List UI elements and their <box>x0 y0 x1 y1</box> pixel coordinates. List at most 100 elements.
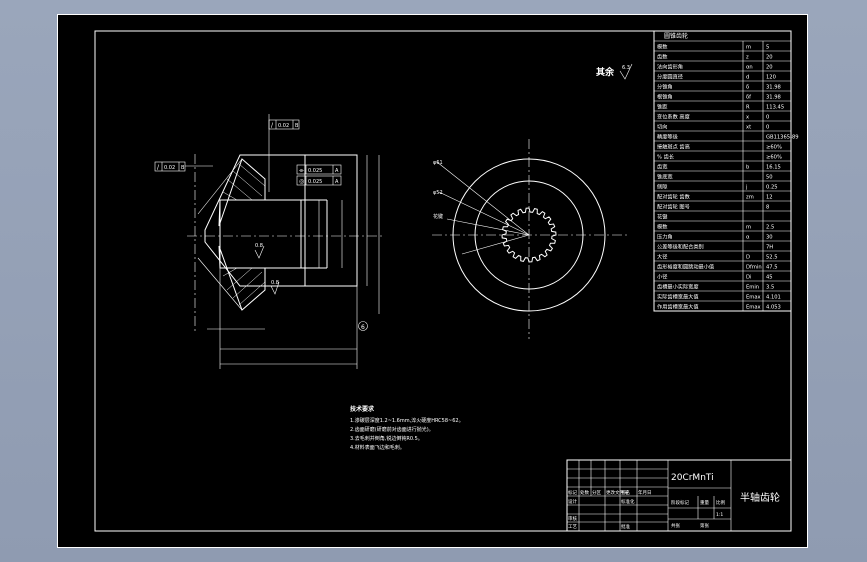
param-val-13: 50 <box>766 175 773 181</box>
front-view: φ61 φ52 花键 <box>432 139 627 339</box>
tb-cell-7: 标准化 <box>621 498 635 505</box>
tb-cell-13: 比例 <box>716 499 725 506</box>
material-label: 20CrMnTi <box>671 473 714 483</box>
label-diameter-61: φ61 <box>433 160 443 166</box>
param-name-16: 配对齿轮 图号 <box>657 203 690 211</box>
param-val-16: 8 <box>766 205 769 211</box>
tb-cell-3: 更改文件号 <box>606 489 629 496</box>
param-val-26: 4.053 <box>766 305 781 311</box>
param-name-10: 接触斑点 齿高 <box>657 143 690 151</box>
tb-cell-1: 处数 <box>580 489 589 496</box>
svg-text:◎: ◎ <box>299 178 304 185</box>
surface-value-1: 0.8 <box>255 243 263 249</box>
label-spline: 花键 <box>433 213 443 220</box>
param-name-12: 齿宽 <box>657 163 667 171</box>
svg-text:B: B <box>181 165 185 171</box>
tech-note-3: 3.去毛刺并倒角,锐边倒钝R0.5。 <box>350 435 423 442</box>
svg-text:/: / <box>157 164 160 171</box>
drawing-sheet: 其余 6.3 <box>57 14 808 548</box>
param-val-5: 31.98 <box>766 95 781 101</box>
tech-notes-heading: 技术要求 <box>350 405 375 413</box>
tb-cell-0: 标记 <box>568 489 577 496</box>
param-name-3: 分度圆直径 <box>657 73 683 81</box>
param-name-0: 模数 <box>657 43 668 51</box>
param-name-22: 齿形裕度和圆跳动最小值 <box>657 263 714 271</box>
param-sym-25: Emax <box>746 295 761 301</box>
param-val-4: 31.98 <box>766 85 781 91</box>
param-name-18: 模数 <box>657 223 668 231</box>
param-val-3: 120 <box>766 75 776 81</box>
param-val-10: ≥60% <box>766 145 782 151</box>
svg-text:A: A <box>335 168 339 174</box>
param-name-14: 侧隙 <box>657 183 667 191</box>
tb-cell-6: 设计 <box>568 498 577 505</box>
tb-cell-14: 1:1 <box>716 512 723 518</box>
param-val-14: 0.25 <box>766 185 778 191</box>
param-val-23: 45 <box>766 275 773 281</box>
tb-cell-4: 签名 <box>621 489 630 496</box>
bore <box>219 199 302 269</box>
param-sym-3: d <box>746 75 749 81</box>
param-sym-14: j <box>745 185 747 191</box>
tb-cell-12: 重量 <box>700 499 709 506</box>
param-sym-12: b <box>746 165 750 171</box>
param-val-7: 0 <box>766 115 769 121</box>
param-name-4: 分锥角 <box>657 83 673 91</box>
tb-cell-11: 阶段标记 <box>671 499 689 506</box>
param-val-2: 20 <box>766 65 773 71</box>
param-sym-23: Di <box>746 275 751 281</box>
param-name-24: 齿槽最小实际宽度 <box>657 283 699 291</box>
param-sym-15: zm <box>746 195 754 201</box>
param-name-21: 大径 <box>657 253 667 261</box>
param-sym-5: δf <box>746 95 751 101</box>
param-name-9: 精度等级 <box>657 133 678 141</box>
param-sym-4: δ <box>746 85 749 91</box>
param-name-25: 实际齿槽宽最大值 <box>657 293 699 301</box>
tb-cell-9: 工艺 <box>568 524 577 530</box>
param-sym-22: Dfmin <box>746 265 762 271</box>
param-sym-0: m <box>746 45 751 51</box>
upper-tooth <box>218 158 266 227</box>
middle-circle <box>474 180 584 290</box>
param-name-13: 锥底宽 <box>657 173 673 181</box>
tb-cell-15: 共张 <box>671 522 680 529</box>
roughness-general-value: 6.3 <box>622 65 630 71</box>
param-sym-6: R <box>746 105 750 111</box>
param-val-9: GB11365-89 <box>766 135 799 141</box>
param-sym-7: x <box>746 115 749 121</box>
param-name-1: 齿数 <box>657 53 668 61</box>
tolerance-frame-4: ◎ 0.025 A <box>296 175 342 186</box>
svg-text:0.02: 0.02 <box>278 123 289 129</box>
param-name-2: 法向齿形角 <box>657 63 683 71</box>
param-val-11: ≥60% <box>766 155 782 161</box>
part-name: 半轴齿轮 <box>740 491 780 504</box>
tolerance-frame-2: / 0.02 B <box>154 161 213 172</box>
param-sym-26: Emax <box>746 305 761 311</box>
tb-cell-10: 批准 <box>621 523 630 530</box>
param-sym-18: m <box>746 225 751 231</box>
surface-roughness-icon <box>254 245 265 259</box>
tolerance-frame-1: / 0.02 B <box>268 119 300 130</box>
svg-text:/: / <box>271 122 274 129</box>
param-name-19: 压力角 <box>657 233 673 241</box>
param-name-20: 公差等级和配合类别 <box>657 243 704 251</box>
svg-text:0.025: 0.025 <box>308 168 322 174</box>
param-val-19: 30 <box>766 235 773 241</box>
params-header: 圆锥齿轮 <box>664 32 688 40</box>
svg-text:B: B <box>295 123 299 129</box>
param-val-24: 3.5 <box>766 285 774 291</box>
outer-frame <box>57 14 808 548</box>
roughness-general-label: 其余 <box>596 66 615 78</box>
param-name-26: 作用齿槽宽最大值 <box>657 303 699 311</box>
param-sym-21: D <box>746 255 750 261</box>
gear-outline <box>204 154 358 287</box>
param-val-18: 2.5 <box>766 225 774 231</box>
label-diameter-52: φ52 <box>433 190 443 196</box>
roughness-symbol-icon <box>619 63 633 80</box>
param-val-0: 5 <box>766 45 769 51</box>
param-val-6: 113.45 <box>766 105 784 111</box>
tech-note-1: 1.渗碳层深度1.2~1.6mm,淬火硬度HRC58~62。 <box>350 417 464 424</box>
param-val-20: 7H <box>766 245 773 251</box>
svg-text:⌯: ⌯ <box>299 167 304 174</box>
